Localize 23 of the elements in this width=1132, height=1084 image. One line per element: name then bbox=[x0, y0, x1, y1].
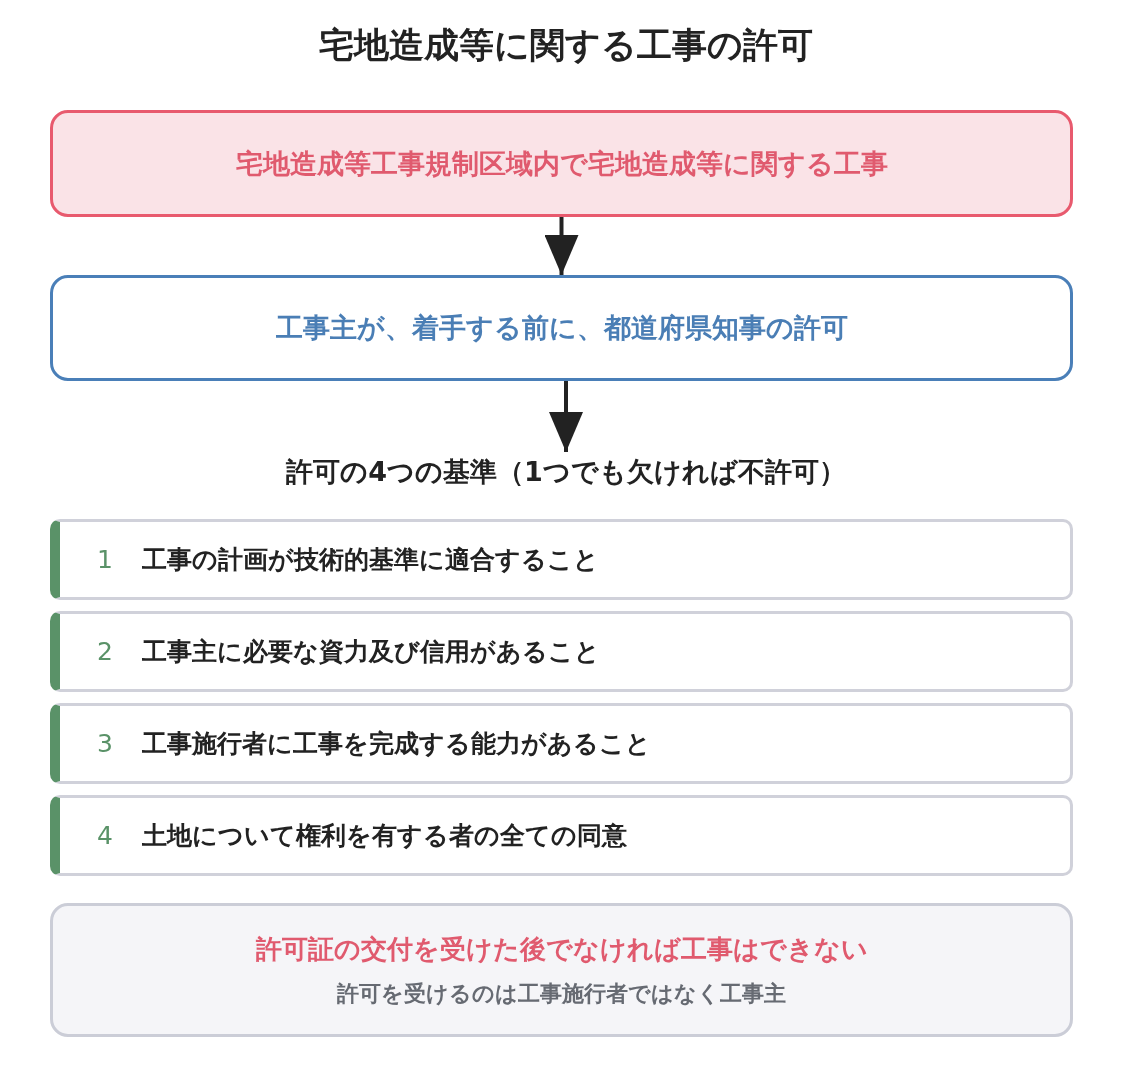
criterion-card bbox=[50, 611, 1073, 692]
warning-text: 許可証の交付を受けた後でなければ工事はできない bbox=[255, 933, 868, 966]
criterion-text: 工事施行者に工事を完成する能力があること bbox=[141, 727, 651, 760]
criterion-text: 工事主に必要な資力及び信用があること bbox=[141, 635, 600, 668]
criterion-card bbox=[50, 519, 1073, 600]
criterion-card bbox=[50, 703, 1073, 784]
arrow bbox=[544, 217, 579, 275]
step-text: 工事主が、着手する前に、都道府県知事の許可 bbox=[275, 311, 848, 345]
criterion-number: 1 bbox=[97, 543, 113, 576]
process-box bbox=[50, 110, 1073, 217]
process-box bbox=[50, 275, 1073, 381]
criterion-text: 工事の計画が技術的基準に適合すること bbox=[141, 543, 599, 576]
title: 宅地造成等に関する工事の許可 bbox=[319, 24, 813, 67]
criterion-text: 土地について権利を有する者の全ての同意 bbox=[141, 819, 627, 852]
note-panel bbox=[50, 903, 1073, 1037]
criterion-number: 4 bbox=[97, 819, 113, 852]
note-text: 許可を受けるのは工事施行者ではなく工事主 bbox=[337, 980, 786, 1008]
step-text: 宅地造成等工事規制区域内で宅地造成等に関する工事 bbox=[235, 146, 888, 181]
criterion-number: 3 bbox=[97, 727, 113, 760]
arrow bbox=[549, 381, 583, 452]
criterion-card bbox=[50, 795, 1073, 876]
section-heading: 許可の4つの基準（1つでも欠ければ不許可） bbox=[286, 452, 846, 492]
criterion-number: 2 bbox=[97, 635, 113, 668]
